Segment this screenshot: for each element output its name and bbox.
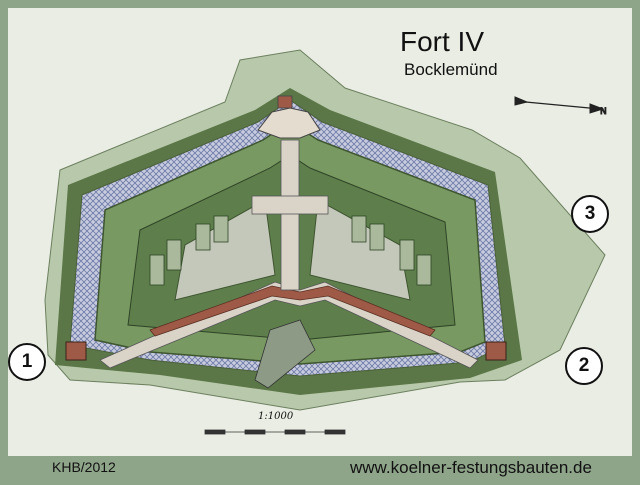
transverse-building [251,195,329,215]
map-marker-2: 2 [565,347,603,385]
caponier-right [485,341,507,361]
map-title: Fort IV [400,26,485,57]
credit-text: KHB/2012 [52,459,116,475]
head-caponier-tower [277,95,293,109]
map-marker-1: 1 [8,343,46,381]
gun-emplacements-left [149,215,229,286]
gate-ramp [254,319,316,389]
svg-text:N: N [600,107,607,117]
central-corridor [280,139,300,291]
gun-emplacements-right [351,215,432,286]
north-arrow-icon: N [514,96,607,118]
scale-label: 1:1000 [258,411,294,422]
website-url: www.koelner-festungsbauten.de [350,458,592,477]
map-subtitle: Bocklemünd [404,60,498,79]
caponier-left [65,341,87,361]
scale-bar [204,429,346,435]
map-marker-3: 3 [571,195,609,233]
head-caponier [257,107,321,139]
